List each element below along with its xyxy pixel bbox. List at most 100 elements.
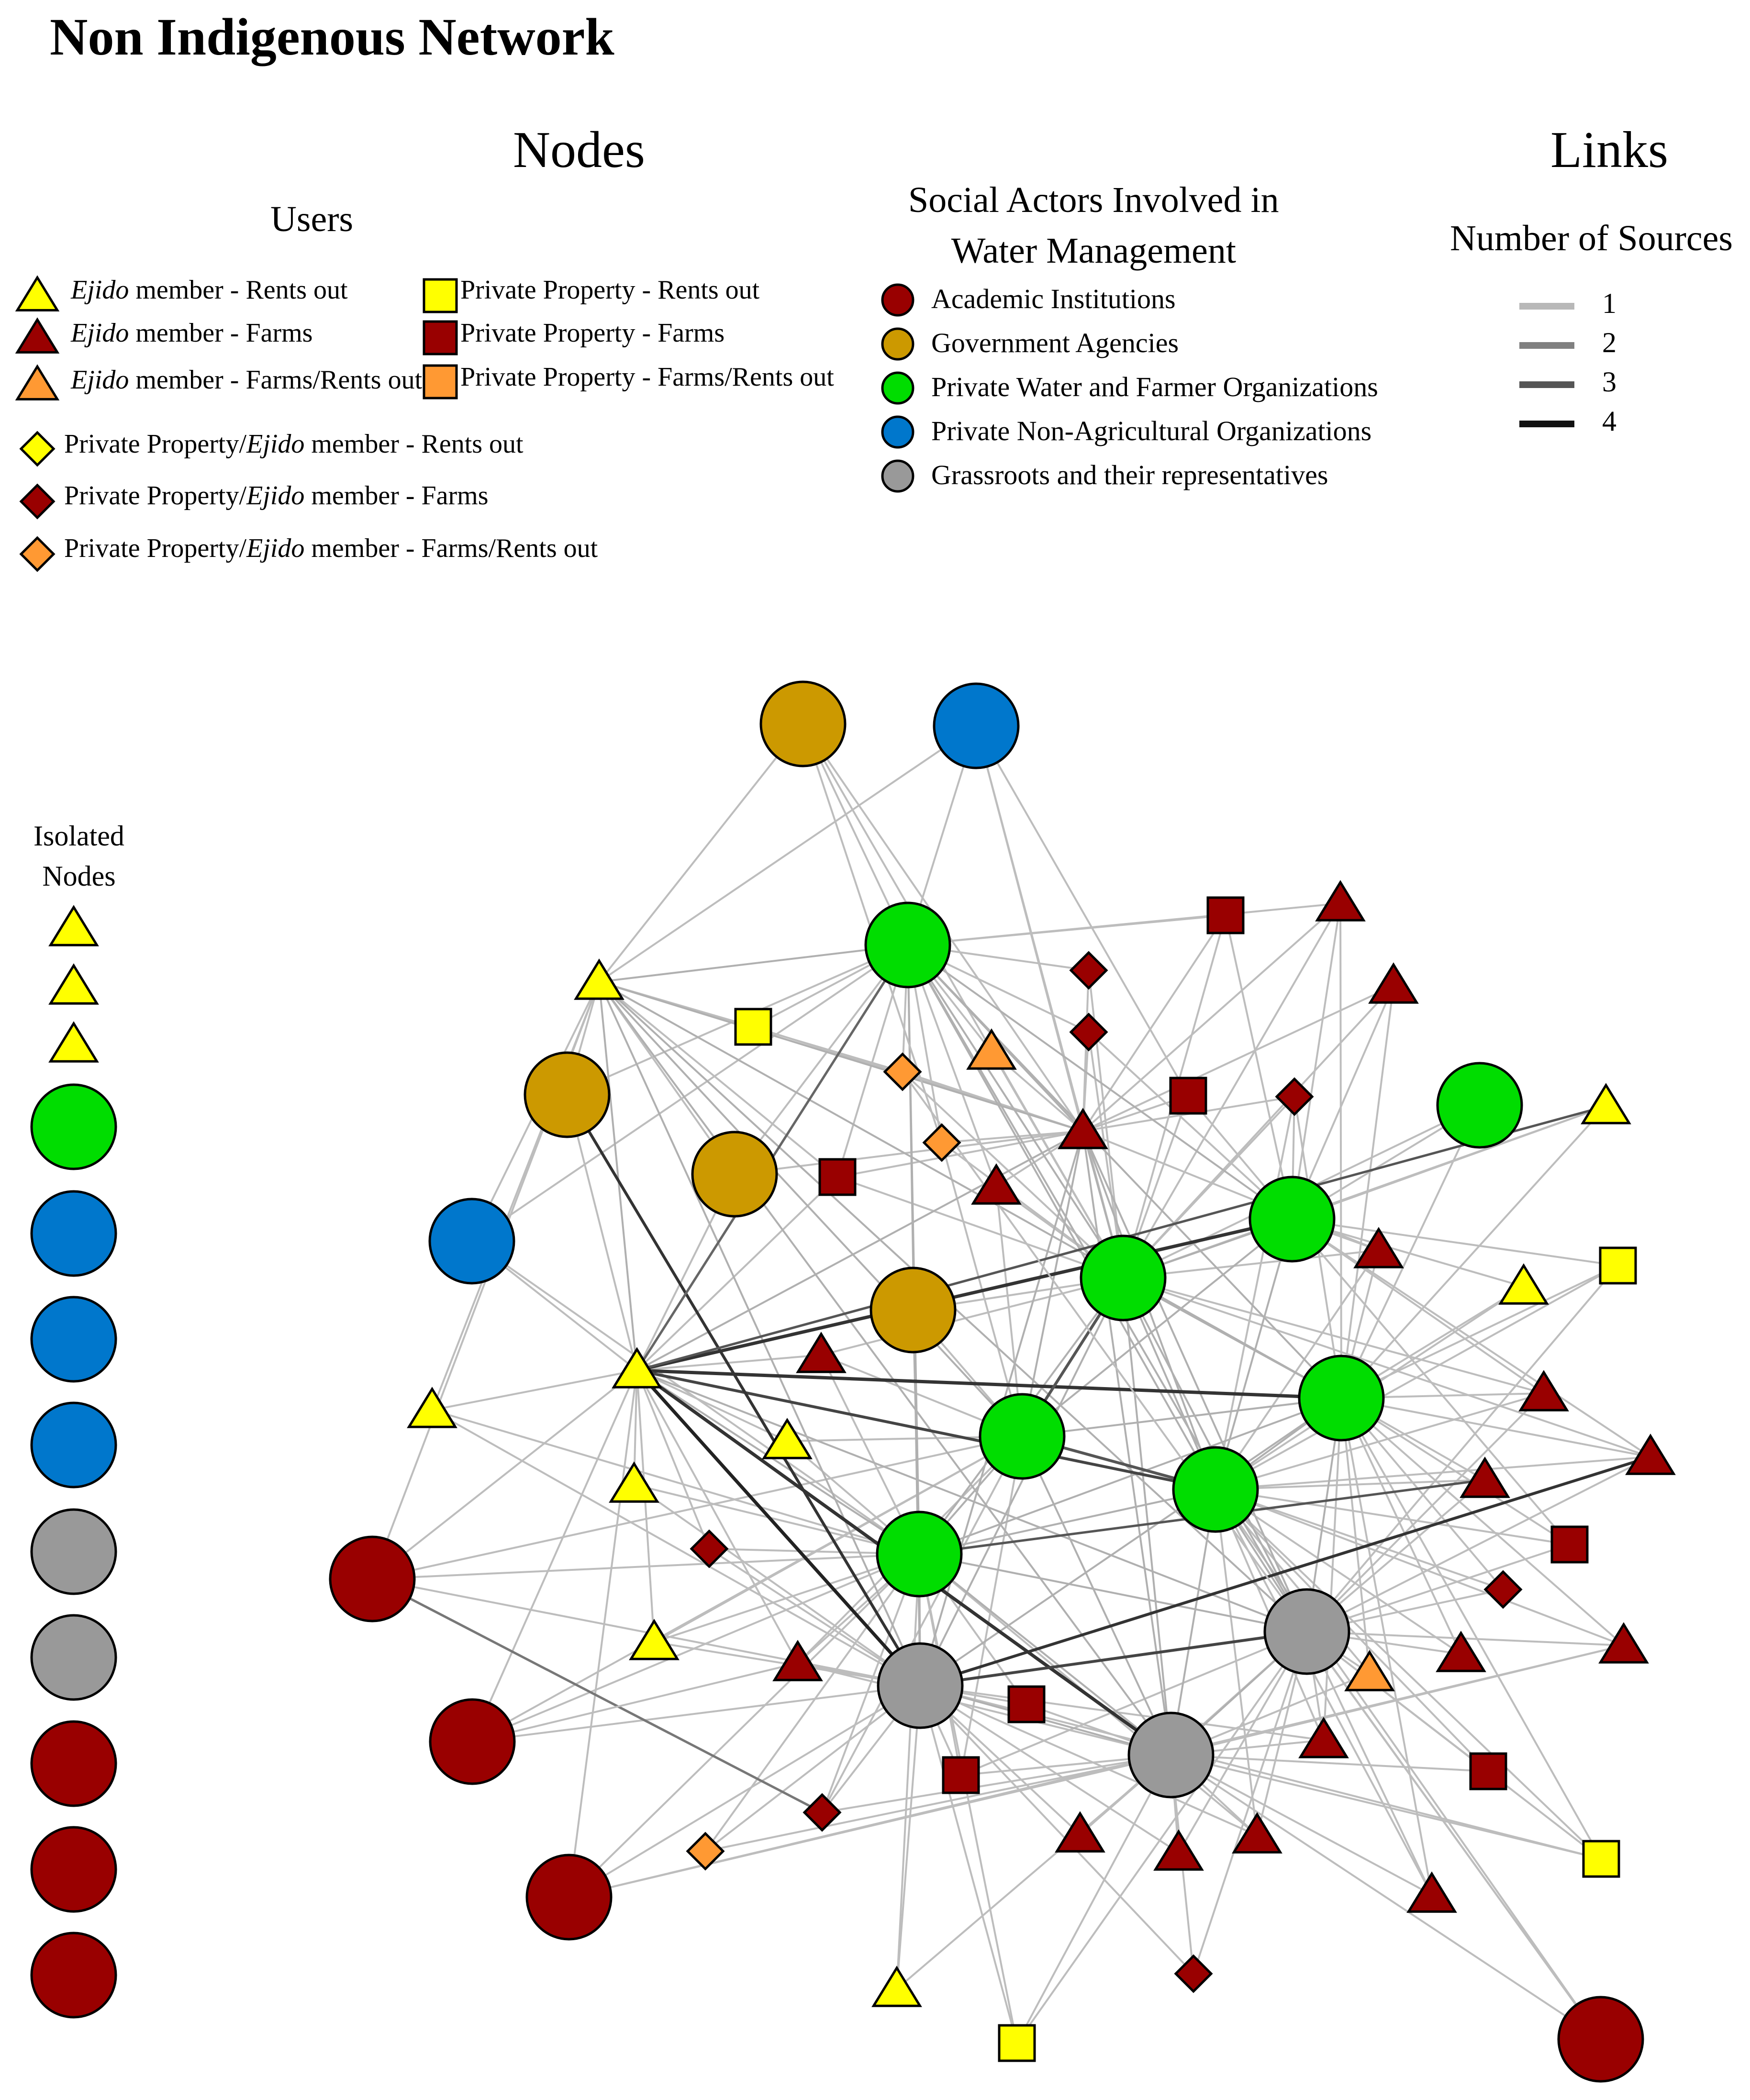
network-edge [636, 1369, 1216, 1491]
network-edge [568, 1370, 638, 1898]
network-node-circle [876, 1511, 963, 1598]
isolated-node-circle [30, 1826, 117, 1913]
network-edge [636, 1370, 799, 1664]
social-heading-line1: Social Actors Involved in [908, 180, 1279, 220]
network-edge [919, 1278, 1124, 1686]
edge-layer [371, 723, 1651, 2044]
legend-social-actor-label: Private Non-Agricultural Organizations [931, 415, 1372, 446]
network-node-triangle [772, 1640, 823, 1681]
network-node-square [1599, 1246, 1637, 1285]
legend-link-level-label: 3 [1602, 366, 1616, 398]
network-edge [941, 1130, 1083, 1144]
network-node-circle [691, 1131, 778, 1218]
network-edge [1215, 1489, 1602, 1860]
network-edge [902, 1071, 1602, 2040]
network-edge [1340, 1398, 1602, 1859]
network-edge [598, 725, 977, 983]
network-node-triangle [1315, 880, 1366, 922]
network-edge [1340, 1105, 1481, 1399]
network-node-triangle [1498, 1263, 1549, 1305]
network-edge [636, 1217, 1293, 1372]
legend-social-actor-icon [881, 327, 914, 361]
network-node-triangle [612, 1347, 662, 1389]
network-edge [822, 1754, 1171, 1813]
network-edge [918, 1554, 1018, 2044]
network-edge [919, 1489, 1216, 1555]
network-edge [636, 1176, 838, 1371]
network-edge [1215, 1456, 1651, 1490]
network-node-circle [1080, 1234, 1167, 1322]
node-layer [329, 680, 1676, 2083]
legend-user-label: Ejido member - Rents out [71, 275, 348, 305]
network-node-diamond [883, 1052, 922, 1091]
network-edge [896, 1685, 921, 1989]
network-edge [919, 1397, 1342, 1687]
isolated-node-circle [30, 1190, 117, 1277]
network-edge [1082, 985, 1394, 1132]
network-edge [704, 1685, 921, 1852]
network-edge [1215, 1219, 1293, 1490]
network-edge [1340, 1397, 1625, 1646]
network-edge [734, 944, 909, 1175]
network-edge [1215, 1265, 1618, 1490]
network-edge [472, 1662, 798, 1743]
isolated-nodes-layer [30, 905, 117, 2019]
legend-user-triangle-icon [15, 364, 60, 400]
network-node-triangle [1406, 1871, 1457, 1913]
network-edge [734, 1130, 1083, 1175]
isolated-heading-line2: Nodes [42, 860, 116, 892]
network-edge [1122, 1278, 1172, 1756]
network-node-diamond [1275, 1077, 1314, 1116]
network-edge [1215, 1392, 1544, 1490]
legend-social-actor-label: Government Agencies [931, 327, 1179, 358]
network-node-triangle [871, 1966, 922, 2007]
nodes-heading: Nodes [513, 122, 645, 178]
network-edge [1292, 1218, 1618, 1267]
social-actors-heading: Social Actors Involved in Water Manageme… [908, 175, 1279, 276]
network-node-triangle [1153, 1829, 1204, 1871]
number-of-sources-heading: Number of Sources [1450, 218, 1733, 258]
network-node-diamond [1174, 1954, 1213, 1993]
network-edge [1170, 1489, 1216, 1756]
network-edge [1339, 903, 1342, 1399]
network-node-triangle [407, 1387, 457, 1428]
network-node-triangle [629, 1619, 680, 1660]
links-heading: Links [1550, 122, 1669, 178]
network-edge [598, 981, 1023, 1437]
network-edge [636, 1369, 1307, 1633]
network-edge [1122, 902, 1341, 1279]
network-edge [837, 1176, 1124, 1279]
network-edge [566, 1094, 638, 1371]
network-edge [636, 1368, 1342, 1400]
isolated-node-triangle [48, 963, 99, 1005]
network-node-triangle [1625, 1433, 1676, 1475]
network-edge [599, 981, 1083, 1132]
network-node-triangle [762, 1418, 813, 1459]
isolated-node-circle [30, 1614, 117, 1701]
network-edge [1306, 1631, 1433, 1895]
network-edge [432, 1369, 637, 1411]
network-node-square [942, 1756, 980, 1794]
isolated-node-circle [30, 1720, 117, 1807]
network-edge [821, 1554, 920, 1813]
network-edge [568, 1644, 1624, 1898]
network-edge [1088, 1031, 1293, 1220]
network-node-triangle [574, 958, 624, 1000]
network-edge [1193, 1631, 1308, 1974]
legend-user-label: Ejido member - Farms [71, 318, 313, 348]
network-edge [1291, 1218, 1571, 1545]
network-edge [1306, 1544, 1570, 1633]
network-edge [371, 1369, 638, 1580]
legend-user-triangle-icon [15, 317, 60, 354]
legend-social-actor-label: Private Water and Farmer Organizations [931, 371, 1378, 402]
network-edge [1341, 1265, 1618, 1399]
page-title: Non Indigenous Network [50, 8, 614, 66]
network-edge [902, 1071, 1124, 1279]
network-node-triangle [1598, 1622, 1649, 1664]
network-edge [372, 1435, 1023, 1580]
network-node-circle [877, 1642, 964, 1729]
network-edge [471, 944, 909, 1242]
isolated-node-circle [30, 1083, 117, 1170]
network-node-circle [429, 1698, 516, 1785]
network-edge [635, 1369, 922, 1687]
